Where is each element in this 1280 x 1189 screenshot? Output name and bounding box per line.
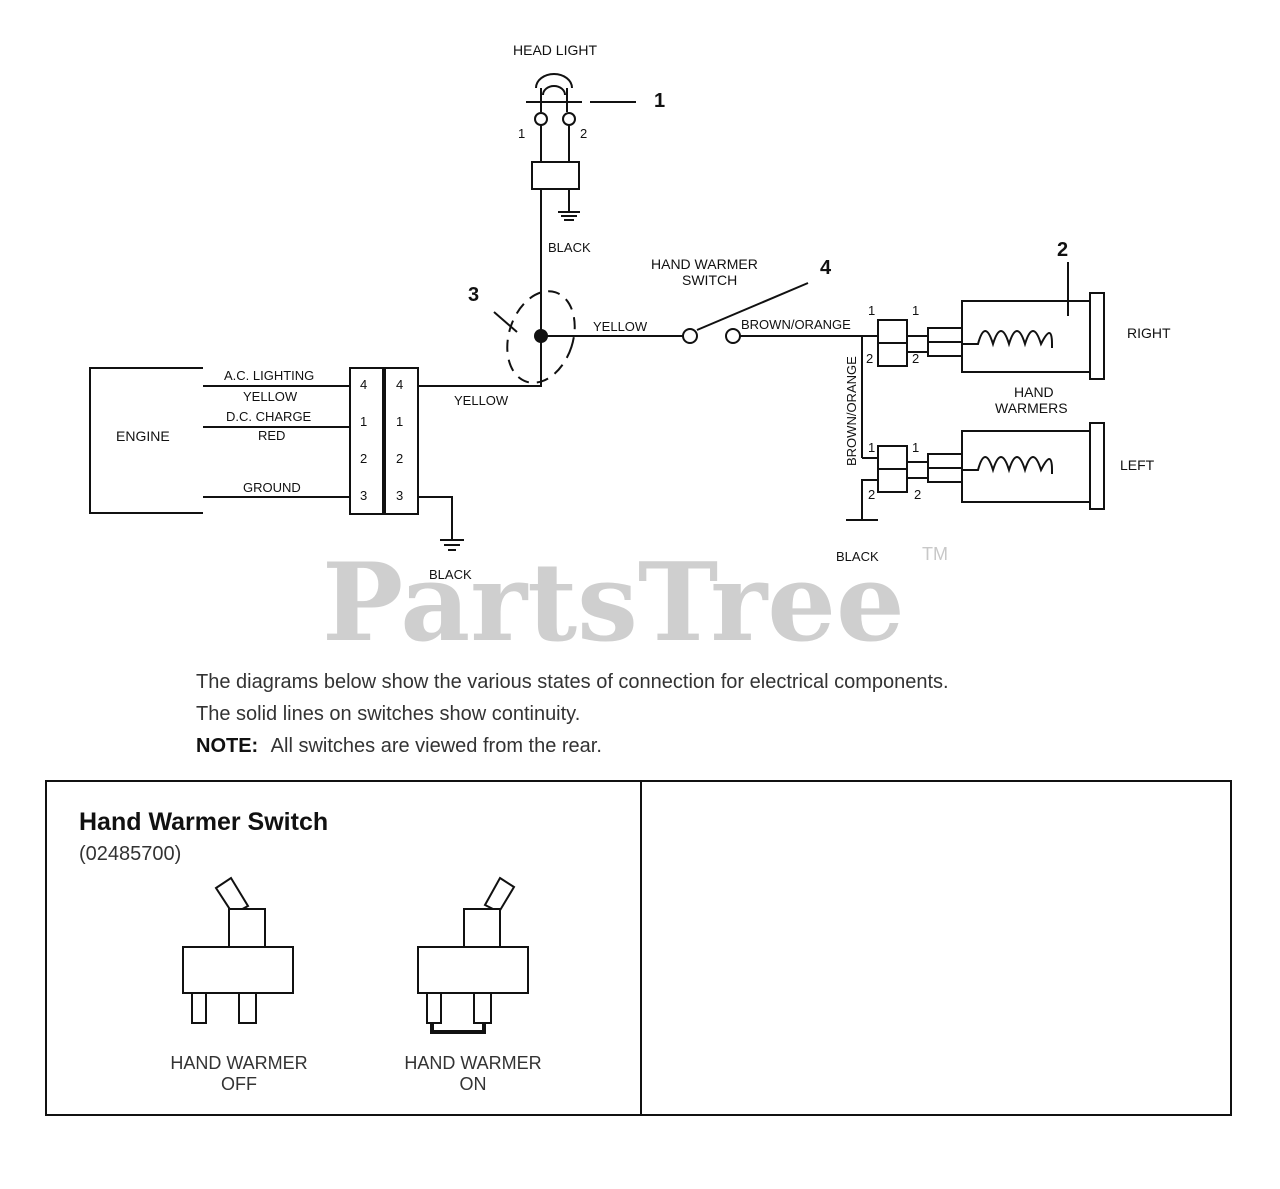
wire-ac-lighting: A.C. LIGHTING: [224, 368, 314, 383]
connector-left-pin: 1: [360, 414, 367, 429]
left-label: LEFT: [1120, 457, 1155, 473]
watermark: PartsTree: [322, 540, 905, 666]
connector-left-pin: 4: [360, 377, 367, 392]
callout-3-leader: [493, 311, 518, 333]
switch-lever: [696, 282, 809, 331]
right-coil: [962, 330, 1053, 348]
callout-1: 1: [654, 90, 665, 112]
on-caption-line2: ON: [460, 1074, 487, 1094]
switch-label-line2: SWITCH: [682, 272, 737, 288]
wire-label-yellow-bottom: YELLOW: [454, 393, 509, 408]
wire-label-brown-orange-vertical: BROWN/ORANGE: [844, 356, 859, 466]
warmer-pin-label: 1: [912, 303, 919, 318]
switch-label-line1: HAND WARMER: [651, 256, 758, 272]
connector-left: [349, 367, 384, 515]
splice-point: [534, 329, 548, 343]
wire-red: RED: [258, 428, 285, 443]
switch-off-icon: [182, 876, 294, 1024]
warmer-pin-label: 1: [912, 440, 919, 455]
legend-part-number: (02485700): [79, 843, 181, 865]
right-label: RIGHT: [1127, 325, 1171, 341]
connector-right-pin: 2: [396, 451, 403, 466]
warmer-pin-label: 2: [914, 487, 921, 502]
wire-label-brown-orange: BROWN/ORANGE: [741, 317, 851, 332]
wire-ground: GROUND: [243, 480, 301, 495]
connector-right: [384, 367, 419, 515]
watermark-tm: TM: [922, 544, 948, 564]
switch-contact-right: [725, 328, 741, 344]
on-caption-line1: HAND WARMER: [404, 1053, 541, 1073]
hand-warmers-label-line1: HAND: [1014, 384, 1054, 400]
note-bold: NOTE:: [196, 735, 258, 757]
legend-box: [45, 780, 1232, 1116]
headlight-pin-2: 2: [580, 126, 587, 141]
right-grip-end: [1089, 292, 1105, 380]
headlight-symbol: [526, 73, 582, 330]
left-coil: [962, 456, 1053, 474]
warmer-pin-label: 1: [868, 303, 875, 318]
wire-yellow: YELLOW: [243, 389, 298, 404]
connector-right-pin: 3: [396, 488, 403, 503]
warmer-pin-label: 2: [868, 487, 875, 502]
warmer-pin-label: 2: [866, 351, 873, 366]
callout-3: 3: [468, 284, 479, 306]
connector-right-pin: 4: [396, 377, 403, 392]
note-line-1: The diagrams below show the various stat…: [196, 671, 949, 693]
callout-2: 2: [1057, 239, 1068, 261]
switch-on-icon: [417, 876, 529, 1034]
headlight-title: HEAD LIGHT: [513, 42, 597, 58]
off-caption-line1: HAND WARMER: [170, 1053, 307, 1073]
warmer-pin-label: 2: [912, 351, 919, 366]
note-line-3: NOTE: All switches are viewed from the r…: [196, 735, 602, 757]
off-caption-line2: OFF: [221, 1074, 257, 1094]
callout-4: 4: [820, 257, 832, 279]
headlight-pin-1: 1: [518, 126, 525, 141]
left-grip-end: [1089, 422, 1105, 510]
connector-left-pin: 3: [360, 488, 367, 503]
wire-label-yellow-top: YELLOW: [593, 319, 648, 334]
engine-box: [89, 367, 203, 514]
wire-label-black-engine: BLACK: [429, 567, 472, 582]
engine-label: ENGINE: [116, 428, 170, 444]
warmer-pin-label: 1: [868, 440, 875, 455]
headlight-ground-label: BLACK: [548, 240, 591, 255]
wire-dc-charge: D.C. CHARGE: [226, 409, 312, 424]
wire-label-black-warmer: BLACK: [836, 549, 879, 564]
switch-contact-left: [682, 328, 698, 344]
hand-warmers-label-line2: WARMERS: [995, 400, 1068, 416]
connector-right-pin: 1: [396, 414, 403, 429]
note-line-2: The solid lines on switches show continu…: [196, 703, 580, 725]
note-rest: All switches are viewed from the rear.: [271, 735, 602, 757]
connector-left-pin: 2: [360, 451, 367, 466]
legend-title: Hand Warmer Switch: [79, 808, 328, 836]
